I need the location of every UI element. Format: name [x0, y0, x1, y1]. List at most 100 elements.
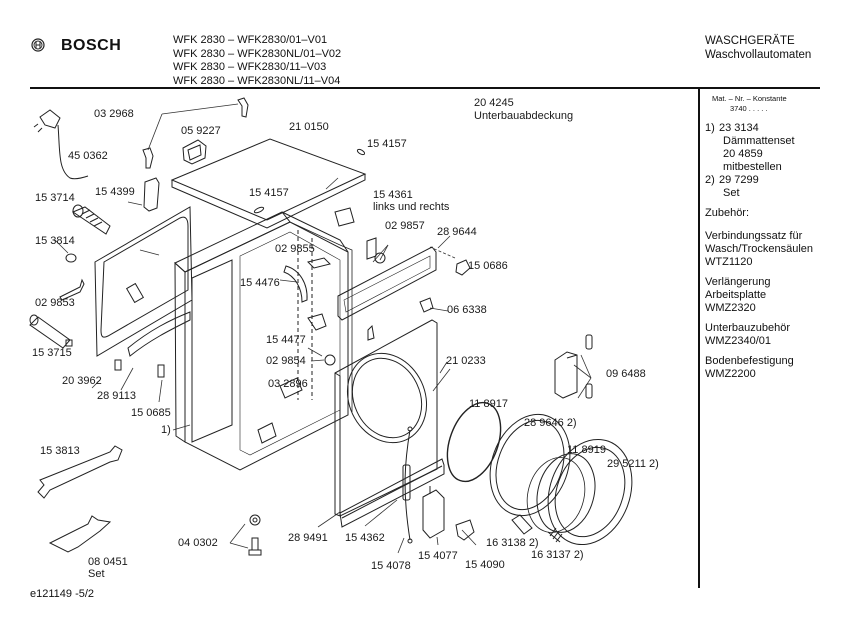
- cable-part: [403, 427, 412, 543]
- accessories-title: Zubehör:: [705, 207, 750, 219]
- part-label-295211: 29 5211 2): [607, 458, 659, 470]
- nut-screw-part: [249, 515, 261, 555]
- leader-lines: [55, 104, 591, 553]
- accessory-line: Bodenbefestigung: [705, 355, 794, 367]
- part-note-204245: Unterbauabdeckung: [474, 110, 574, 122]
- part-label-154090: 15 4090: [465, 559, 505, 571]
- footnote-line: 29 7299: [719, 174, 759, 186]
- footnote-1: 1) 23 3134 Dämmattenset 20 4859 mitbeste…: [705, 122, 795, 174]
- part-label-118919: 11 8919: [567, 444, 606, 456]
- part-label-289491: 28 9491: [288, 532, 328, 544]
- part-label-163138: 16 3138 2): [486, 537, 539, 549]
- part-label-289113: 28 9113: [97, 390, 136, 402]
- material-number-block: Mat. – Nr. – Konstante 3740 . . . . .: [712, 94, 787, 114]
- part-label-154399: 15 4399: [95, 186, 135, 198]
- hinge-pin-part: [512, 515, 532, 534]
- category-title: WASCHGERÄTE: [705, 35, 795, 47]
- footnote-line: 20 4859: [723, 148, 763, 160]
- accessory-line: WTZ1120: [705, 256, 753, 268]
- front-panel-part: [333, 320, 441, 516]
- part-label-154157: 15 4157: [249, 187, 289, 199]
- part-label-150686: 15 0686: [468, 260, 508, 272]
- part-label-154157: 15 4157: [367, 138, 407, 150]
- material-number-header: Mat. – Nr. – Konstante: [712, 94, 787, 103]
- footnote-marker: 1): [705, 122, 715, 134]
- part-label-096488: 09 6488: [606, 368, 646, 380]
- part-label-210150: 21 0150: [289, 121, 329, 133]
- door-lock-part: [423, 486, 444, 538]
- accessory-line: Wasch/Trockensäulen: [705, 243, 814, 255]
- footnote-line: mitbestellen: [723, 161, 782, 173]
- part-label-154362: 15 4362: [345, 532, 385, 544]
- wrench-part: [38, 446, 122, 498]
- pump-fitting-part: [73, 205, 110, 234]
- part-label-210233: 21 0233: [446, 355, 486, 367]
- footnote-2: 2) 29 7299 Set: [705, 174, 759, 200]
- material-number-value: 3740 . . . . .: [730, 104, 768, 113]
- part-label-154476: 15 4476: [240, 277, 280, 289]
- part-label-note1: 1): [161, 424, 171, 436]
- footnote-line: 23 3134: [719, 122, 759, 134]
- part-label-029854: 02 9854: [266, 355, 306, 367]
- part-label-154078: 15 4078: [371, 560, 411, 572]
- part-label-040302: 04 0302: [178, 537, 218, 549]
- part-label-153714: 15 3714: [35, 192, 75, 204]
- drawing-id: e121149 -5/2: [30, 588, 95, 600]
- cap-part: [325, 355, 335, 365]
- model-line: WFK 2830 – WFK2830NL/11–V04: [173, 74, 341, 87]
- model-list: WFK 2830 – WFK2830/01–V01 WFK 2830 – WFK…: [173, 34, 341, 88]
- part-label-163137: 16 3137 2): [531, 549, 584, 561]
- part-label-029853: 02 9853: [35, 297, 75, 309]
- part-label-059227: 05 9227: [181, 125, 221, 137]
- plinth-part: [340, 459, 444, 527]
- model-line: WFK 2830 – WFK2830/01–V01: [173, 34, 328, 46]
- door-glass-part: [519, 447, 603, 539]
- handle-part: [183, 140, 206, 164]
- part-note-080451: Set: [88, 568, 105, 580]
- mount-bracket-part: [555, 335, 592, 398]
- part-label-153814: 15 3814: [35, 235, 75, 247]
- accessory-line: WMZ2200: [705, 368, 756, 380]
- clip-part: [143, 98, 248, 168]
- footnote-line: Set: [723, 187, 740, 199]
- back-panel-part: [95, 207, 192, 370]
- part-label-029855: 02 9855: [275, 243, 315, 255]
- accessory-line: Arbeitsplatte: [705, 289, 767, 301]
- category-block: WASCHGERÄTE Waschvollautomaten: [705, 34, 811, 62]
- grommet-part: [420, 298, 433, 312]
- side-frame-part: [290, 222, 352, 412]
- footnote-marker: 2): [705, 174, 715, 186]
- cabinet-part: [175, 212, 348, 470]
- inner-frame-part: [477, 403, 584, 527]
- catch-part: [367, 238, 385, 263]
- part-label-154361: 15 4361: [373, 189, 413, 201]
- accessory-item: Unterbauzubehör WMZ2340/01: [705, 322, 790, 348]
- accessory-item: Verlängerung Arbeitsplatte WMZ2320: [705, 276, 770, 315]
- small-clip-part: [368, 326, 374, 340]
- model-line: WFK 2830 – WFK2830NL/01–V02: [173, 47, 342, 60]
- tool-plate-part: [50, 516, 110, 552]
- accessory-line: WMZ2340/01: [705, 335, 772, 347]
- holder-part: [308, 258, 330, 268]
- seal-ring-part: [437, 395, 510, 488]
- top-cover-part: [172, 139, 365, 228]
- switch-part: [144, 178, 159, 211]
- part-label-118917: 11 8917: [469, 398, 508, 410]
- latch-part: [158, 365, 164, 377]
- accessory-line: Verlängerung: [705, 276, 771, 288]
- sidebar-divider: [698, 88, 700, 588]
- part-label-154477: 15 4477: [266, 334, 306, 346]
- bushing-part: [456, 260, 470, 275]
- outer-ring-part: [534, 428, 646, 557]
- part-label-154077: 15 4077: [418, 550, 458, 562]
- motor-bracket-part: [280, 378, 302, 398]
- part-label-153715: 15 3715: [32, 347, 72, 359]
- model-line: WFK 2830 – WFK2830/11–V03: [173, 61, 327, 73]
- hook-part: [456, 520, 474, 540]
- accessory-line: WMZ2320: [705, 302, 756, 314]
- bracket-part: [60, 280, 84, 300]
- part-label-289644: 28 9644: [437, 226, 477, 238]
- part-label-204245: 20 4245: [474, 97, 514, 109]
- filter-part: [30, 315, 72, 348]
